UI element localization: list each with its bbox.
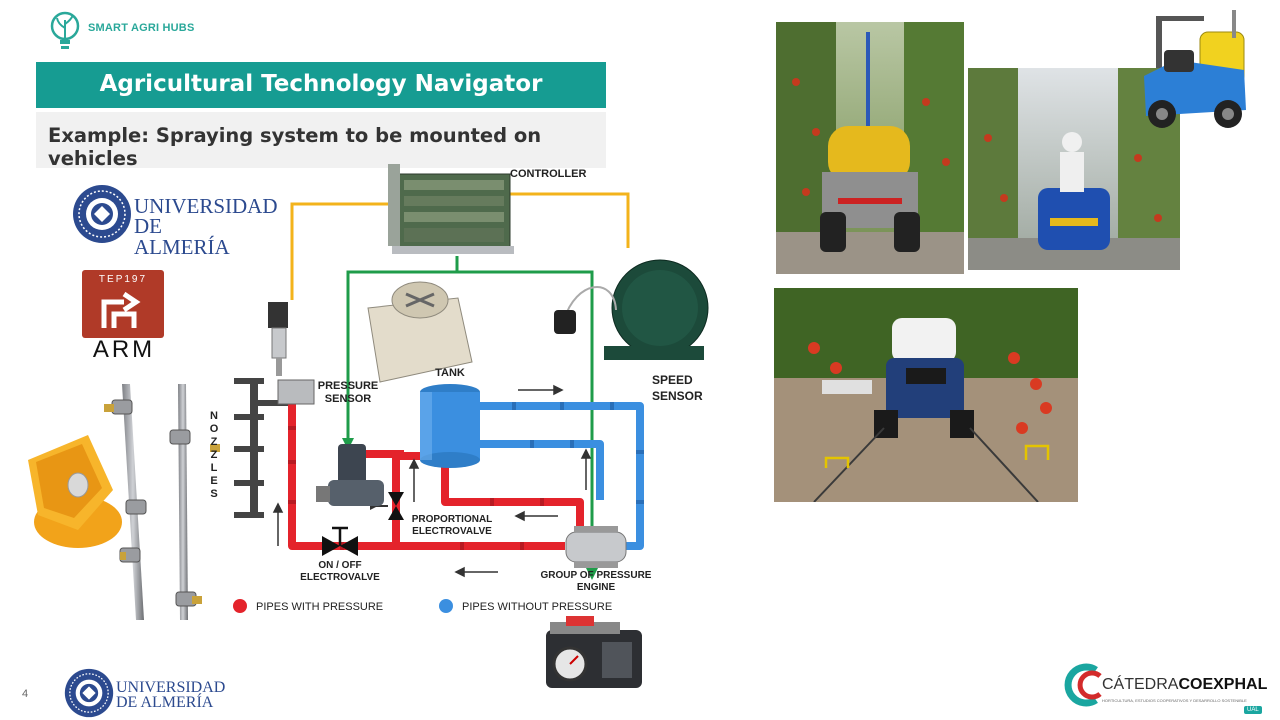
footer-university-logo: UNIVERSIDAD DE ALMERÍA (64, 668, 224, 720)
pump-picture (546, 616, 642, 688)
legend-label-no-pressure: PIPES WITHOUT PRESSURE (462, 601, 612, 613)
photo-autonomous-sprayer (1136, 6, 1252, 132)
ual-badge: UAL (1244, 706, 1262, 714)
catedra-suffix: COEXPHAL (1178, 676, 1267, 693)
photo-tank-vehicle (776, 22, 964, 274)
speed-sensor-device (554, 260, 708, 360)
page-title: Agricultural Technology Navigator (36, 71, 606, 97)
catedra-name: CÁTEDRACOEXPHAL (1102, 676, 1267, 694)
spray-boom-picture (96, 380, 226, 625)
photo-greenhouse-robot-illustration (774, 288, 1078, 502)
group-logo-badge: TEP197 (82, 270, 164, 338)
label-on-off-valve: ON / OFF ELECTROVALVE (292, 560, 388, 584)
catedra-prefix: CÁTEDRA (1102, 676, 1178, 693)
group-logo-acronym: ARM (82, 336, 166, 364)
catedra-tagline: HORTICULTURA, ESTUDIOS COOPERATIVOS Y DE… (1102, 698, 1247, 703)
pipes-without-pressure (478, 406, 640, 546)
pump-group (566, 526, 626, 568)
legend-dot-no-pressure (439, 599, 453, 613)
university-seal-icon (72, 184, 132, 244)
on-off-valve (322, 528, 358, 556)
catedra-coexphal-logo: CÁTEDRACOEXPHAL HORTICULTURA, ESTUDIOS C… (1062, 662, 1272, 718)
label-pump-group: GROUP OF PRESSURE ENGINE (532, 570, 660, 594)
label-tank: TANK (424, 367, 476, 380)
group-logo-code: TEP197 (82, 274, 164, 285)
bulb-icon (48, 8, 82, 52)
footer-university-line2: DE ALMERÍA (116, 695, 213, 711)
legend-dot-pressure (233, 599, 247, 613)
photo-greenhouse-robot (774, 288, 1078, 502)
pressure-sensor-device (268, 302, 288, 376)
label-pressure-sensor: PRESSURE SENSOR (312, 380, 384, 406)
photo-tank-vehicle-illustration (776, 22, 964, 274)
spraying-system-diagram (220, 160, 720, 700)
pressure-sensor-block (278, 380, 314, 404)
smart-agri-hubs-logo: SMART AGRI HUBS (48, 8, 208, 52)
group-arrows-icon (98, 288, 148, 334)
label-nozzles: NOZZLES (208, 410, 220, 501)
legend-label-pressure: PIPES WITH PRESSURE (256, 601, 383, 613)
label-proportional-valve: PROPORTIONAL ELECTROVALVE (402, 514, 502, 538)
label-controller: CONTROLLER (510, 168, 610, 181)
footer-university-seal-icon (64, 668, 114, 718)
label-speed-sensor: SPEED SENSOR (652, 372, 722, 404)
tank-vessel (420, 384, 480, 468)
page-number: 4 (22, 688, 28, 700)
title-banner: Agricultural Technology Navigator (36, 62, 606, 108)
research-group-logo: TEP197 ARM (82, 270, 166, 362)
brand-name: SMART AGRI HUBS (88, 22, 194, 34)
controller-unit (388, 164, 514, 254)
